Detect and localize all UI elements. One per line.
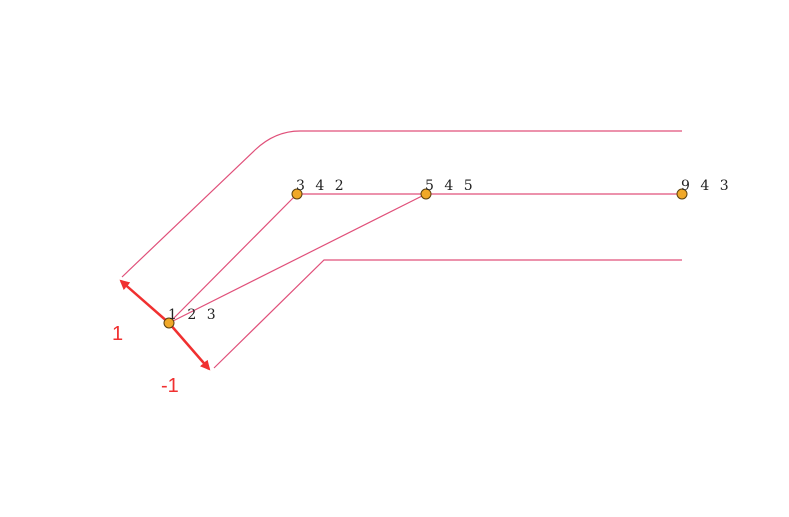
negative-offset-label: -1: [161, 375, 179, 397]
vertex-4-label: 9 4 3: [681, 178, 732, 194]
positive-offset-label: 1: [112, 323, 123, 345]
negative-offset-arrow: [168, 322, 211, 371]
vertex-2-label: 3 4 2: [296, 178, 347, 194]
path-vertices: [163, 188, 688, 329]
vertex-1: [163, 317, 175, 329]
upper-offset-boundary: [121, 130, 682, 278]
edge-p1-p2: [168, 193, 298, 324]
edge-p1-p3: [168, 193, 427, 324]
vertex-1-label: 1 2 3: [168, 307, 219, 323]
positive-offset-arrow: [119, 279, 170, 324]
vertex-2: [291, 188, 303, 200]
lower-offset-boundary: [213, 259, 682, 369]
path-edges: [168, 193, 682, 324]
vertex-3: [420, 188, 432, 200]
vertex-3-label: 5 4 5: [425, 178, 476, 194]
vertex-4: [676, 188, 688, 200]
